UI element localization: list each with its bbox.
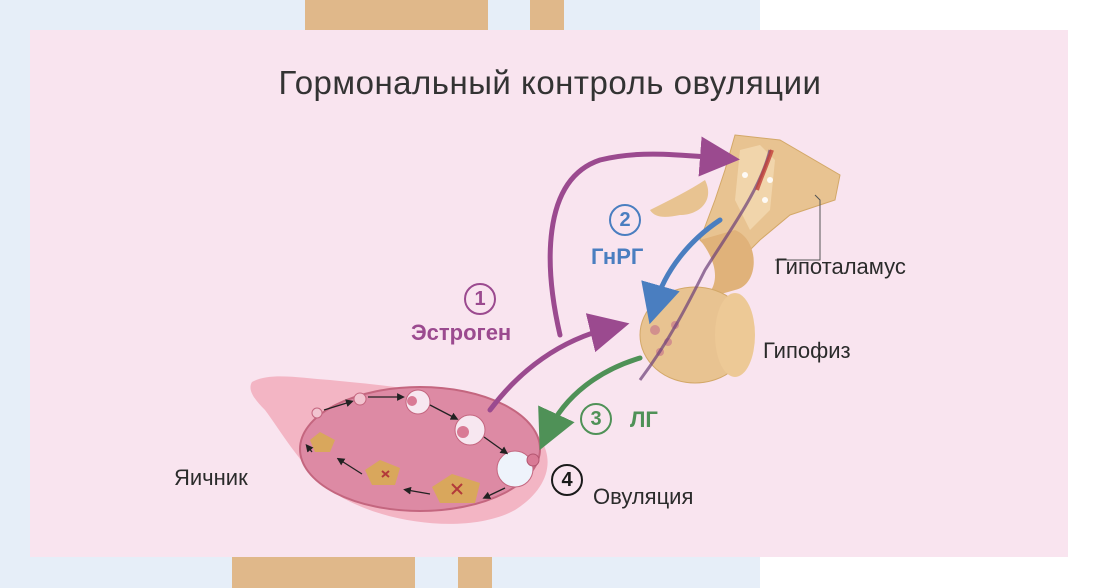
hypothalamus-pointer-line	[775, 194, 821, 261]
brain-structure	[638, 134, 841, 384]
estrogen-label: Эстроген	[411, 320, 512, 345]
lh-arrow	[538, 355, 643, 451]
hypothalamus-label: Гипоталамус	[775, 254, 906, 279]
neural-pathway	[638, 149, 772, 381]
follicle-1	[311, 407, 323, 419]
gnrh-arrow	[641, 217, 723, 325]
pituitary-stalk	[700, 230, 754, 300]
released-egg	[526, 453, 540, 467]
pituitary-posterior	[715, 293, 755, 377]
lh-label: ЛГ	[630, 407, 658, 432]
step-1-number: 1	[464, 283, 496, 315]
pituitary-label: Гипофиз	[763, 338, 851, 363]
follicle-2	[353, 392, 367, 406]
corpus-luteum-1	[310, 432, 335, 452]
step-3-number: 3	[580, 403, 612, 435]
ovary-label: Яичник	[174, 465, 248, 490]
hypothalamus-extension	[650, 180, 709, 217]
neurons	[742, 172, 773, 203]
gnrh-label: ГнРГ	[591, 244, 644, 269]
cycle-arrows	[305, 393, 509, 499]
mature-follicle	[496, 450, 534, 488]
step-2-number: 2	[609, 204, 641, 236]
content-panel	[30, 30, 1068, 557]
estrogen-arrow-to-pituitary	[487, 313, 630, 413]
ovary-structure	[250, 376, 548, 524]
diagram-title: Гормональный контроль овуляции	[278, 64, 822, 101]
bottom-tan-bar-left	[232, 557, 415, 588]
bottom-tan-bar-right	[458, 557, 492, 588]
step-4-number: 4	[551, 464, 583, 496]
ovulation-label: Овуляция	[593, 484, 694, 509]
estrogen-arrow-to-hypothalamus	[547, 136, 740, 338]
estrogen-arrows	[487, 136, 740, 413]
